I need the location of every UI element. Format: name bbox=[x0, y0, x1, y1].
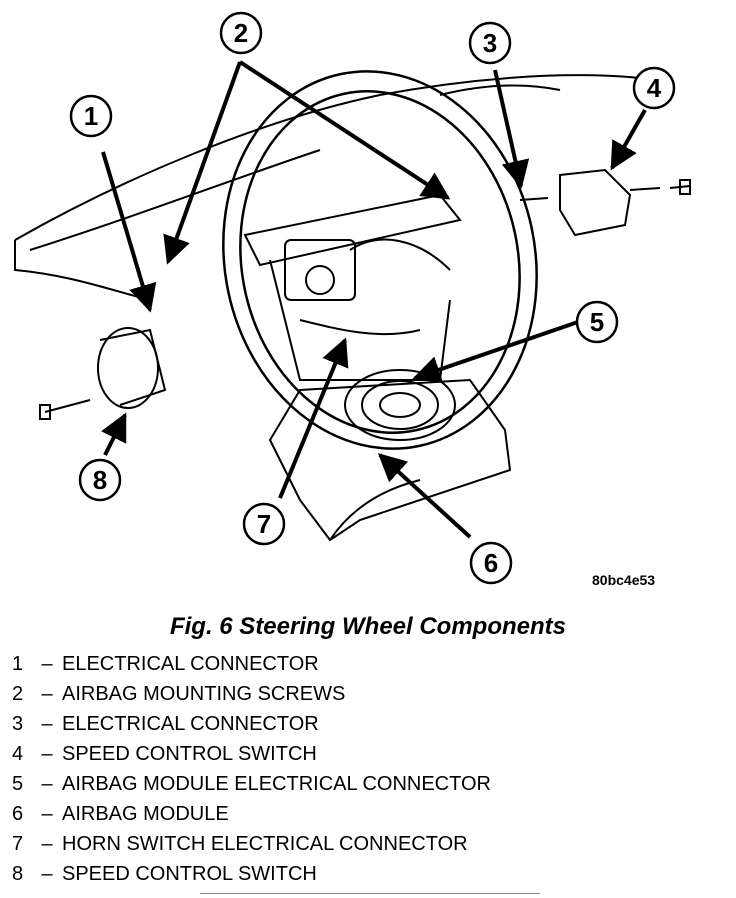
callout-1: 1 bbox=[69, 94, 113, 138]
leader-3 bbox=[493, 69, 530, 189]
legend-number: 1 bbox=[12, 653, 24, 675]
legend-label: HORN SWITCH ELECTRICAL CONNECTOR bbox=[62, 833, 468, 855]
legend-dash: – bbox=[41, 683, 53, 705]
steering-wheel-hub bbox=[243, 193, 462, 381]
callout-number: 8 bbox=[93, 465, 107, 495]
figure-code: 80bc4e53 bbox=[592, 572, 656, 588]
legend-dash: – bbox=[41, 833, 53, 855]
legend-number: 4 bbox=[12, 743, 24, 765]
legend-label: AIRBAG MODULE ELECTRICAL CONNECTOR bbox=[62, 773, 491, 795]
legend-label: SPEED CONTROL SWITCH bbox=[62, 743, 317, 765]
callout-number: 4 bbox=[647, 73, 662, 103]
legend-item: 5–AIRBAG MODULE ELECTRICAL CONNECTOR bbox=[12, 770, 491, 800]
legend-label: ELECTRICAL CONNECTOR bbox=[62, 653, 319, 675]
airbag-module-drawing bbox=[268, 369, 512, 542]
callout-number: 5 bbox=[590, 307, 604, 337]
leader-lines bbox=[101, 60, 647, 539]
callout-number: 2 bbox=[234, 18, 248, 48]
legend-item: 8–SPEED CONTROL SWITCH bbox=[12, 860, 491, 890]
legend-number: 8 bbox=[12, 863, 24, 885]
legend-dash: – bbox=[41, 773, 53, 795]
legend-item: 1–ELECTRICAL CONNECTOR bbox=[12, 650, 491, 680]
leader-6 bbox=[377, 453, 472, 539]
legend-number: 6 bbox=[12, 803, 24, 825]
legend-number: 5 bbox=[12, 773, 24, 795]
callout-6: 6 bbox=[469, 541, 513, 585]
legend-item: 4–SPEED CONTROL SWITCH bbox=[12, 740, 491, 770]
legend-label: AIRBAG MOUNTING SCREWS bbox=[62, 683, 346, 705]
steering-wheel-illustration: 1 2 3 4 5 6 7 8 bbox=[14, 11, 691, 585]
legend-label: AIRBAG MODULE bbox=[62, 803, 229, 825]
legend-dash: – bbox=[41, 743, 53, 765]
leader-1 bbox=[101, 151, 157, 313]
leader-2a bbox=[163, 61, 242, 265]
legend-label: SPEED CONTROL SWITCH bbox=[62, 863, 317, 885]
legend-dash: – bbox=[41, 653, 53, 675]
legend-item: 6–AIRBAG MODULE bbox=[12, 800, 491, 830]
legend-list: 1–ELECTRICAL CONNECTOR 2–AIRBAG MOUNTING… bbox=[12, 650, 491, 890]
legend-number: 2 bbox=[12, 683, 24, 705]
callout-3: 3 bbox=[468, 21, 512, 65]
callout-number: 1 bbox=[84, 101, 98, 131]
leader-8 bbox=[101, 412, 127, 456]
legend-item: 3–ELECTRICAL CONNECTOR bbox=[12, 710, 491, 740]
leader-4 bbox=[610, 109, 647, 171]
callout-number: 6 bbox=[484, 548, 498, 578]
legend-item: 7–HORN SWITCH ELECTRICAL CONNECTOR bbox=[12, 830, 491, 860]
steering-wheel-rim bbox=[222, 70, 538, 450]
legend-item: 2–AIRBAG MOUNTING SCREWS bbox=[12, 680, 491, 710]
figure-caption: Fig. 6 Steering Wheel Components bbox=[169, 613, 567, 640]
callout-8: 8 bbox=[78, 458, 122, 502]
callout-4: 4 bbox=[632, 66, 676, 110]
leader-2b bbox=[238, 60, 451, 200]
callout-2: 2 bbox=[219, 11, 263, 55]
leader-5 bbox=[412, 320, 579, 384]
legend-dash: – bbox=[41, 713, 53, 735]
callout-5: 5 bbox=[575, 300, 619, 344]
legend-label: ELECTRICAL CONNECTOR bbox=[62, 713, 319, 735]
callout-number: 7 bbox=[257, 509, 271, 539]
leader-7 bbox=[278, 337, 349, 499]
callout-number: 3 bbox=[483, 28, 497, 58]
right-speed-control-switch-drawing bbox=[519, 168, 691, 237]
legend-dash: – bbox=[41, 863, 53, 885]
callout-7: 7 bbox=[242, 502, 286, 546]
legend-number: 7 bbox=[12, 833, 24, 855]
bottom-divider bbox=[200, 893, 540, 894]
legend-dash: – bbox=[41, 803, 53, 825]
legend-number: 3 bbox=[12, 713, 24, 735]
left-speed-control-switch-drawing bbox=[39, 327, 167, 420]
